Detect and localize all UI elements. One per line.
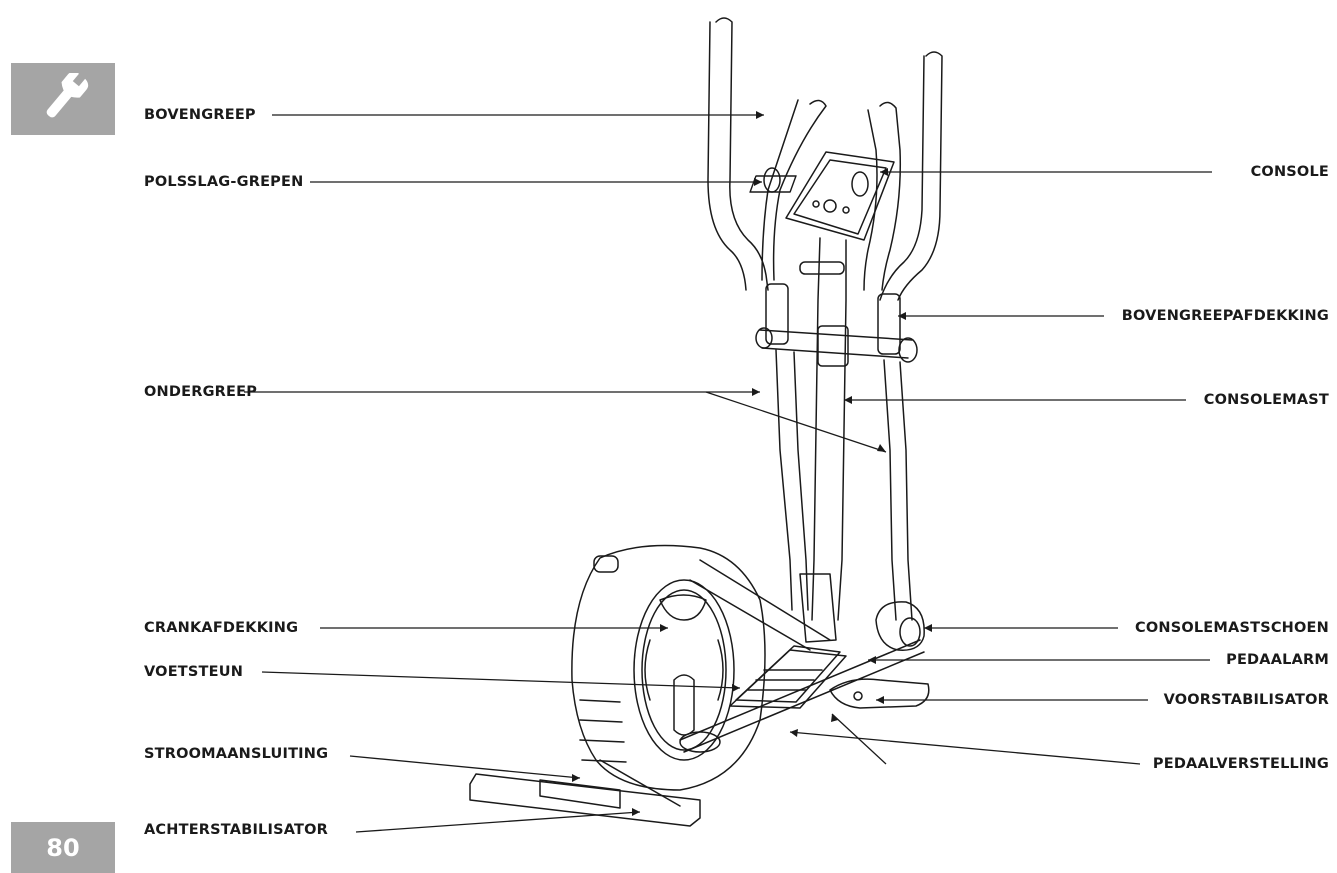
section-tab [11, 63, 115, 135]
label-voetsteun: VOETSTEUN [144, 664, 244, 680]
label-voorstabilisator: VOORSTABILISATOR [1163, 692, 1329, 708]
wrench-icon [46, 73, 89, 118]
leader-stroomaansluiting [349, 755, 581, 779]
label-crankafdekking: CRANKAFDEKKING [144, 620, 299, 636]
leader-pedaalverstelling [789, 731, 1141, 765]
leader-achterstabilisator [355, 811, 641, 833]
label-achterstabilisator: ACHTERSTABILISATOR [144, 822, 328, 838]
label-pedaalarm: PEDAALARM [1226, 652, 1329, 668]
label-consolemast: CONSOLEMAST [1203, 392, 1329, 408]
label-consolemastschoen: CONSOLEMASTSCHOEN [1135, 620, 1329, 636]
leader-voetsteun [261, 671, 741, 689]
label-pedaalverstelling: PEDAALVERSTELLING [1152, 756, 1329, 772]
label-stroomaansluiting: STROOMAANSLUITING [144, 746, 329, 762]
label-bovengreep: BOVENGREEP [144, 107, 256, 123]
label-polsslag-grepen: POLSSLAG-GREPEN [144, 174, 304, 190]
label-ondergreep: ONDERGREEP [144, 384, 258, 400]
leader-ondergreep-2 [705, 391, 887, 453]
label-bovengreepafdekking: BOVENGREEPAFDEKKING [1121, 308, 1329, 324]
leader-pedaalverstelling-2 [831, 713, 887, 765]
label-console: CONSOLE [1250, 164, 1329, 180]
page-number: 80 [11, 822, 115, 873]
